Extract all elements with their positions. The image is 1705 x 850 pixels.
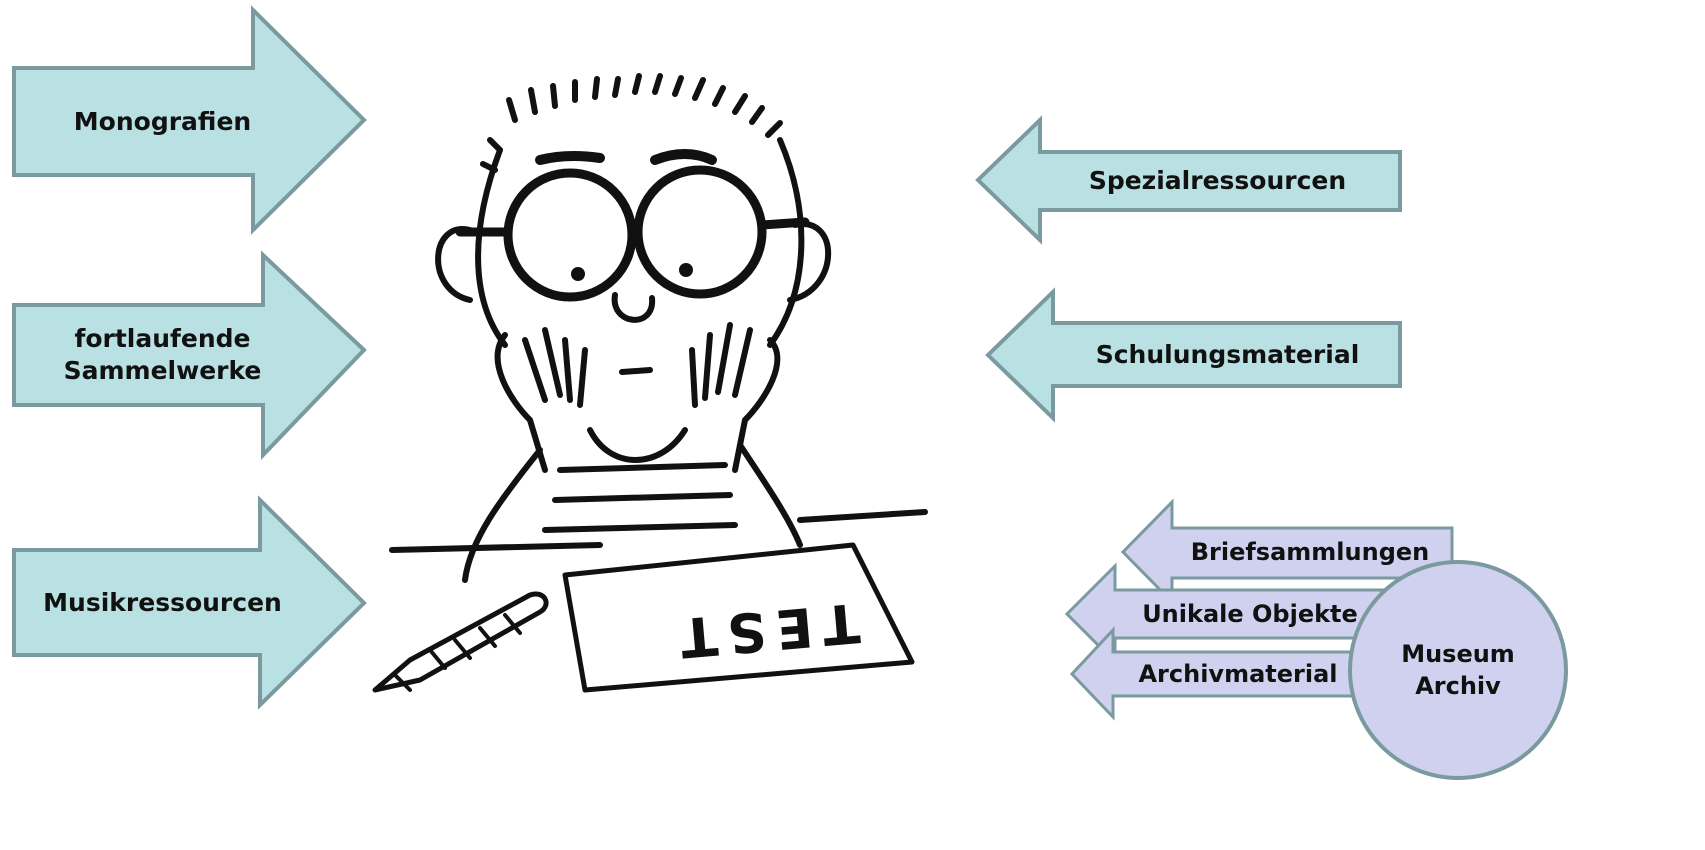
label-musikressourcen: Musikressourcen xyxy=(43,588,282,617)
arrow-archivmaterial xyxy=(1069,626,1382,721)
arrow-spezialressourcen xyxy=(975,115,1402,245)
arrow-musikressourcen xyxy=(12,495,367,710)
arrow-monografien xyxy=(12,5,367,235)
label-schulungsmaterial: Schulungsmaterial xyxy=(1095,340,1360,369)
label-museum-archiv: Museum Archiv xyxy=(1401,640,1515,700)
label-monografien: Monografien xyxy=(73,107,252,136)
thinking-student-cartoon xyxy=(372,73,928,693)
arrow-sammelwerke xyxy=(12,250,367,460)
label-spezialressourcen: Spezialressourcen xyxy=(1088,166,1347,195)
museum-archiv-circle xyxy=(1348,560,1568,780)
label-briefsammlungen: Briefsammlungen xyxy=(1190,538,1430,566)
label-archivmaterial: Archivmaterial xyxy=(1138,660,1338,688)
label-unikale-objekte: Unikale Objekte xyxy=(1142,600,1358,628)
arrow-schulungsmaterial xyxy=(985,287,1402,423)
arrow-unikale-objekte xyxy=(1064,562,1402,666)
label-sammelwerke: fortlaufende Sammelwerke xyxy=(63,324,262,385)
